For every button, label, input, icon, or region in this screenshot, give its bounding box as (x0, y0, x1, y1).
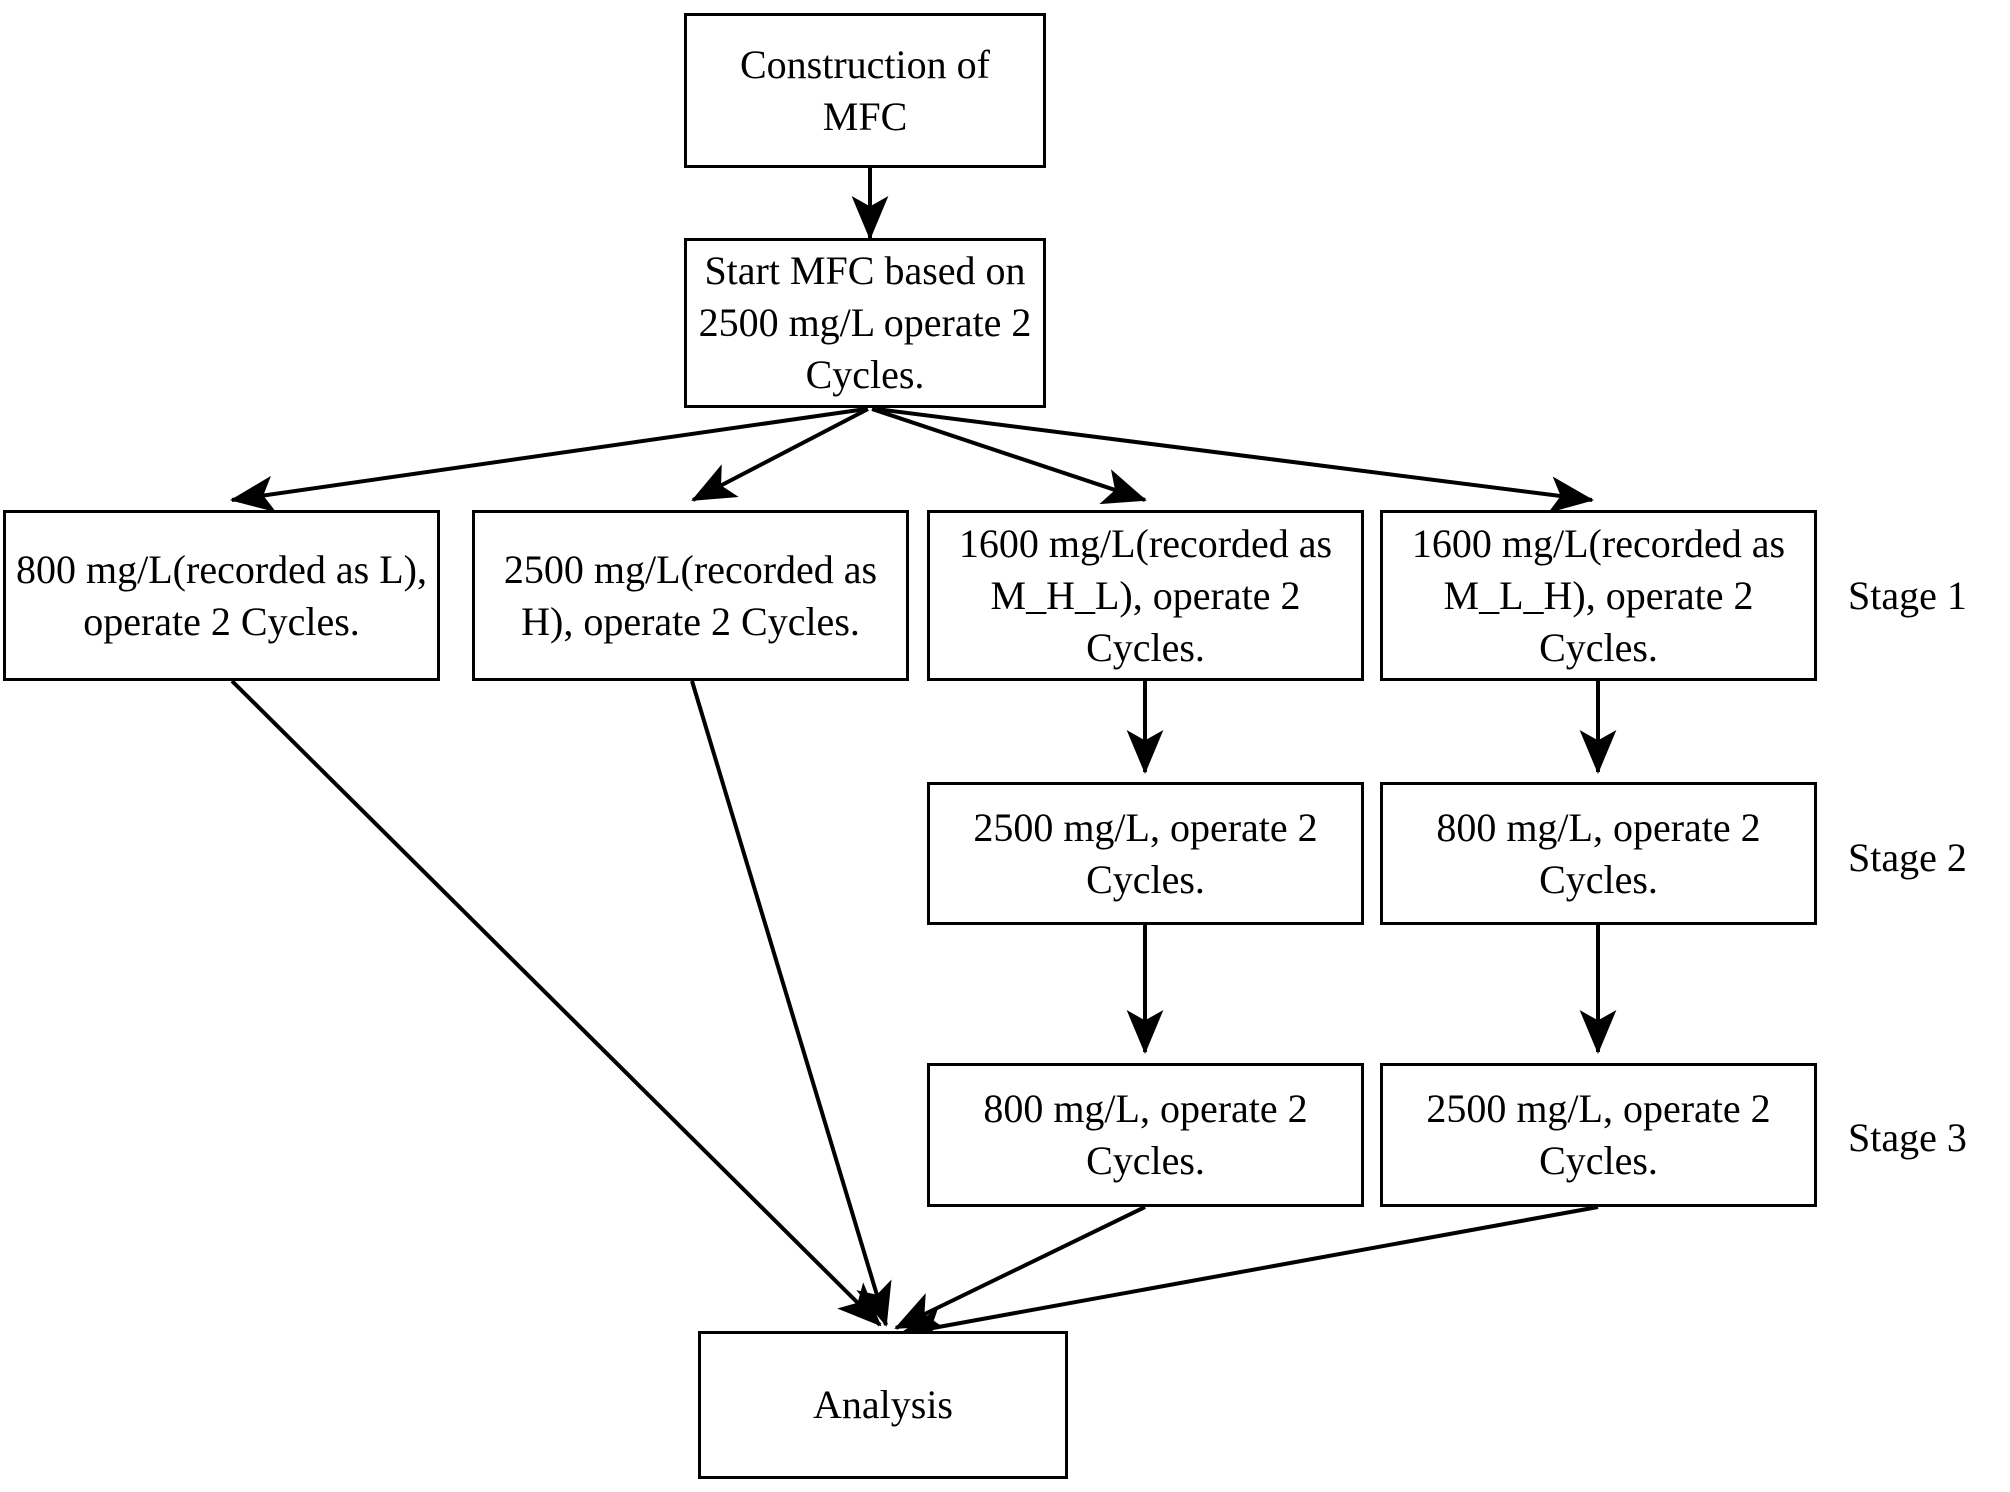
stage-label-1: Stage 1 (1848, 573, 1967, 618)
node-stage1-high[interactable]: 2500 mg/L(recorded as H), operate 2 Cycl… (472, 510, 909, 681)
edge-start-to-stage1-mlh (875, 407, 1594, 513)
node-stage2-mlh-label: 800 mg/L, operate 2 Cycles. (1436, 804, 1761, 902)
edge-start-to-stage1-mhl (871, 407, 1147, 505)
node-stage1-mlh-label: 1600 mg/L(recorded as M_L_H), operate 2 … (1411, 520, 1786, 670)
edge-stage3mlh-to-analysis (898, 1205, 1599, 1345)
node-stage3-mlh-label: 2500 mg/L, operate 2 Cycles. (1426, 1086, 1771, 1183)
node-stage1-low-label: 800 mg/L(recorded as L), operate 2 Cycle… (16, 546, 427, 644)
node-stage2-mhl-label: 2500 mg/L, operate 2 Cycles. (973, 804, 1318, 902)
edge-start-to-stage1-l (230, 407, 867, 513)
node-stage2-mlh[interactable]: 800 mg/L, operate 2 Cycles. (1380, 782, 1817, 925)
node-stage1-high-label: 2500 mg/L(recorded as H), operate 2 Cycl… (503, 546, 878, 644)
edge-stage3mhl-to-analysis (894, 1205, 1146, 1330)
stage-label-3: Stage 3 (1848, 1115, 1967, 1160)
node-stage1-mlh[interactable]: 1600 mg/L(recorded as M_L_H), operate 2 … (1380, 510, 1817, 681)
node-stage3-mlh[interactable]: 2500 mg/L, operate 2 Cycles. (1380, 1063, 1817, 1207)
node-construction-of-mfc-label: Construction of MFC (740, 41, 990, 139)
node-construction-of-mfc[interactable]: Construction of MFC (684, 13, 1046, 168)
node-stage3-mhl[interactable]: 800 mg/L, operate 2 Cycles. (927, 1063, 1364, 1207)
node-start-mfc[interactable]: Start MFC based on 2500 mg/L operate 2 C… (684, 238, 1046, 408)
edge-start-to-stage1-h (691, 407, 869, 502)
node-analysis-label: Analysis (813, 1382, 953, 1427)
node-stage1-low[interactable]: 800 mg/L(recorded as L), operate 2 Cycle… (3, 510, 440, 681)
node-stage1-mhl-label: 1600 mg/L(recorded as M_H_L), operate 2 … (958, 520, 1333, 670)
node-start-mfc-label: Start MFC based on 2500 mg/L operate 2 C… (698, 248, 1032, 397)
edge-stage1l-to-analysis (230, 679, 882, 1327)
stage-label-2: Stage 2 (1848, 835, 1967, 880)
node-stage3-mhl-label: 800 mg/L, operate 2 Cycles. (983, 1086, 1308, 1183)
edge-stage1h-to-analysis (690, 680, 892, 1327)
node-stage1-mhl[interactable]: 1600 mg/L(recorded as M_H_L), operate 2 … (927, 510, 1364, 681)
node-analysis[interactable]: Analysis (698, 1331, 1068, 1479)
node-stage2-mhl[interactable]: 2500 mg/L, operate 2 Cycles. (927, 782, 1364, 925)
